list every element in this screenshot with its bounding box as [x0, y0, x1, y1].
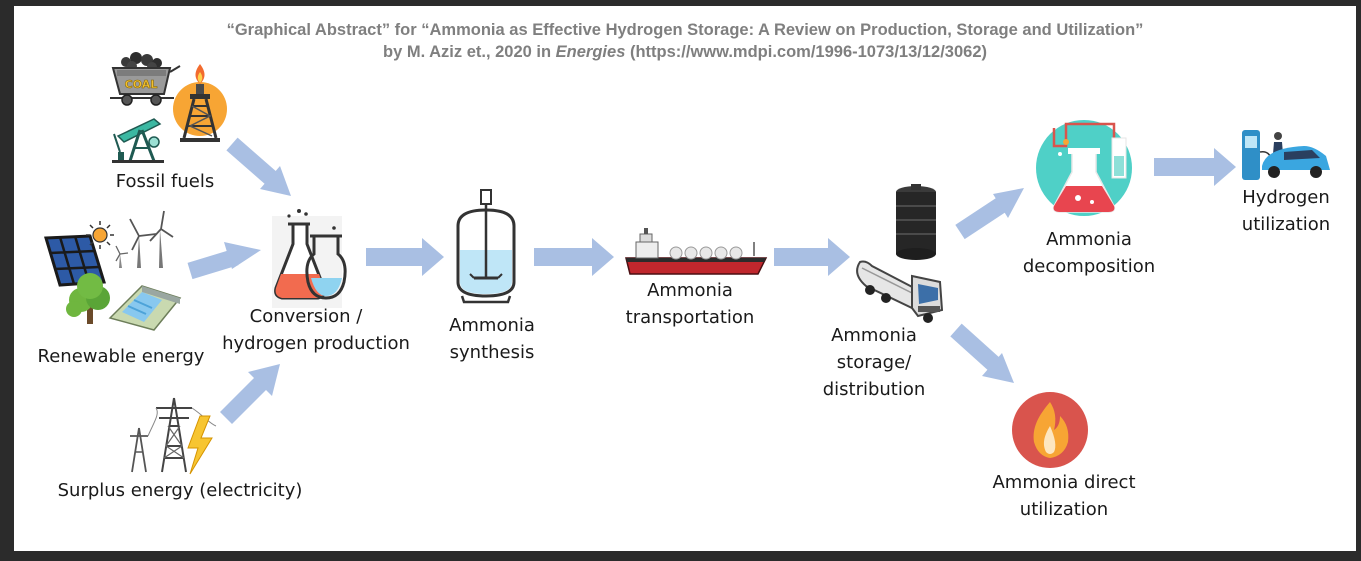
arrow-transport-to-storage: [774, 238, 850, 276]
label-transport-line-1: Ammonia: [647, 280, 733, 301]
label-hydrogen-line-2: utilization: [1241, 214, 1331, 235]
label-decomposition-line-2: decomposition: [1022, 256, 1156, 277]
storage-tank-icon: [896, 184, 936, 260]
hydro-dam-icon: [108, 285, 182, 331]
label-hydrogen-line-1: Hydrogen: [1242, 187, 1330, 208]
label-surplus-energy: Surplus energy (electricity): [57, 480, 303, 501]
label-fossil-fuels: Fossil fuels: [115, 171, 215, 192]
figure-title-line-2: by M. Aziz et., 2020 in Energies (https:…: [14, 43, 1356, 62]
arrow-surplus-to-conversion: [219, 364, 280, 425]
flame-icon: [1012, 392, 1088, 468]
hydrogen-car-refuel-icon: H₂: [1242, 130, 1330, 180]
label-storage-line-1: Ammonia: [831, 325, 917, 346]
arrow-storage-to-direct: [950, 323, 1014, 383]
figure-title-line-1: “Graphical Abstract” for “Ammonia as Eff…: [226, 21, 1144, 39]
arrow-conversion-to-synthesis: [366, 238, 444, 276]
label-conversion-line-1: Conversion /: [249, 306, 363, 327]
label-storage-line-3: distribution: [822, 379, 926, 400]
flow-arrows: [187, 137, 1236, 425]
wind-turbine-icon: [115, 210, 174, 268]
power-pylon-icon: [130, 397, 217, 473]
coal-cart-icon: COAL: [110, 52, 181, 106]
top-dark-strip: [0, 0, 1361, 6]
label-storage-line-2: storage/: [836, 352, 912, 373]
arrow-renewable-to-conversion: [187, 242, 261, 280]
label-transport-line-2: transportation: [625, 307, 755, 328]
diagram-artwork: COAL: [44, 52, 1330, 475]
sun-icon: [86, 221, 114, 249]
label-direct-line-1: Ammonia direct: [992, 472, 1136, 493]
title-url: (https://www.mdpi.com/1996-1073/13/12/30…: [625, 43, 987, 61]
label-conversion-line-2: hydrogen production: [222, 333, 410, 354]
arrow-storage-to-decomposition: [955, 188, 1024, 240]
label-synthesis-line-2: synthesis: [449, 342, 535, 363]
tree-icon: [66, 273, 110, 324]
graphical-abstract-canvas: “Graphical Abstract” for “Ammonia as Eff…: [14, 6, 1356, 551]
arrow-synthesis-to-transport: [534, 238, 614, 276]
lab-flasks-icon: [272, 209, 347, 308]
solar-panel-icon: [44, 234, 106, 287]
arrow-decomposition-to-hydrogen: [1154, 148, 1236, 186]
label-synthesis-line-1: Ammonia: [449, 315, 535, 336]
decomposition-flask-icon: [1036, 120, 1132, 216]
oil-pumpjack-icon: [112, 118, 164, 163]
gas-flare-tower-icon: [173, 64, 227, 142]
title-journal: Energies: [555, 43, 626, 61]
label-renewable-energy: Renewable energy: [37, 346, 205, 367]
lightning-bolt-icon: [187, 415, 213, 475]
title-byline: by M. Aziz et., 2020 in: [382, 43, 556, 61]
reactor-vessel-icon: [456, 189, 516, 304]
tanker-ship-icon: [625, 228, 768, 275]
coal-label: COAL: [125, 78, 158, 91]
label-decomposition-line-1: Ammonia: [1046, 229, 1132, 250]
arrow-fossil-to-conversion: [226, 137, 291, 196]
label-direct-line-2: utilization: [1019, 499, 1109, 520]
tank-truck-icon: [856, 260, 944, 323]
